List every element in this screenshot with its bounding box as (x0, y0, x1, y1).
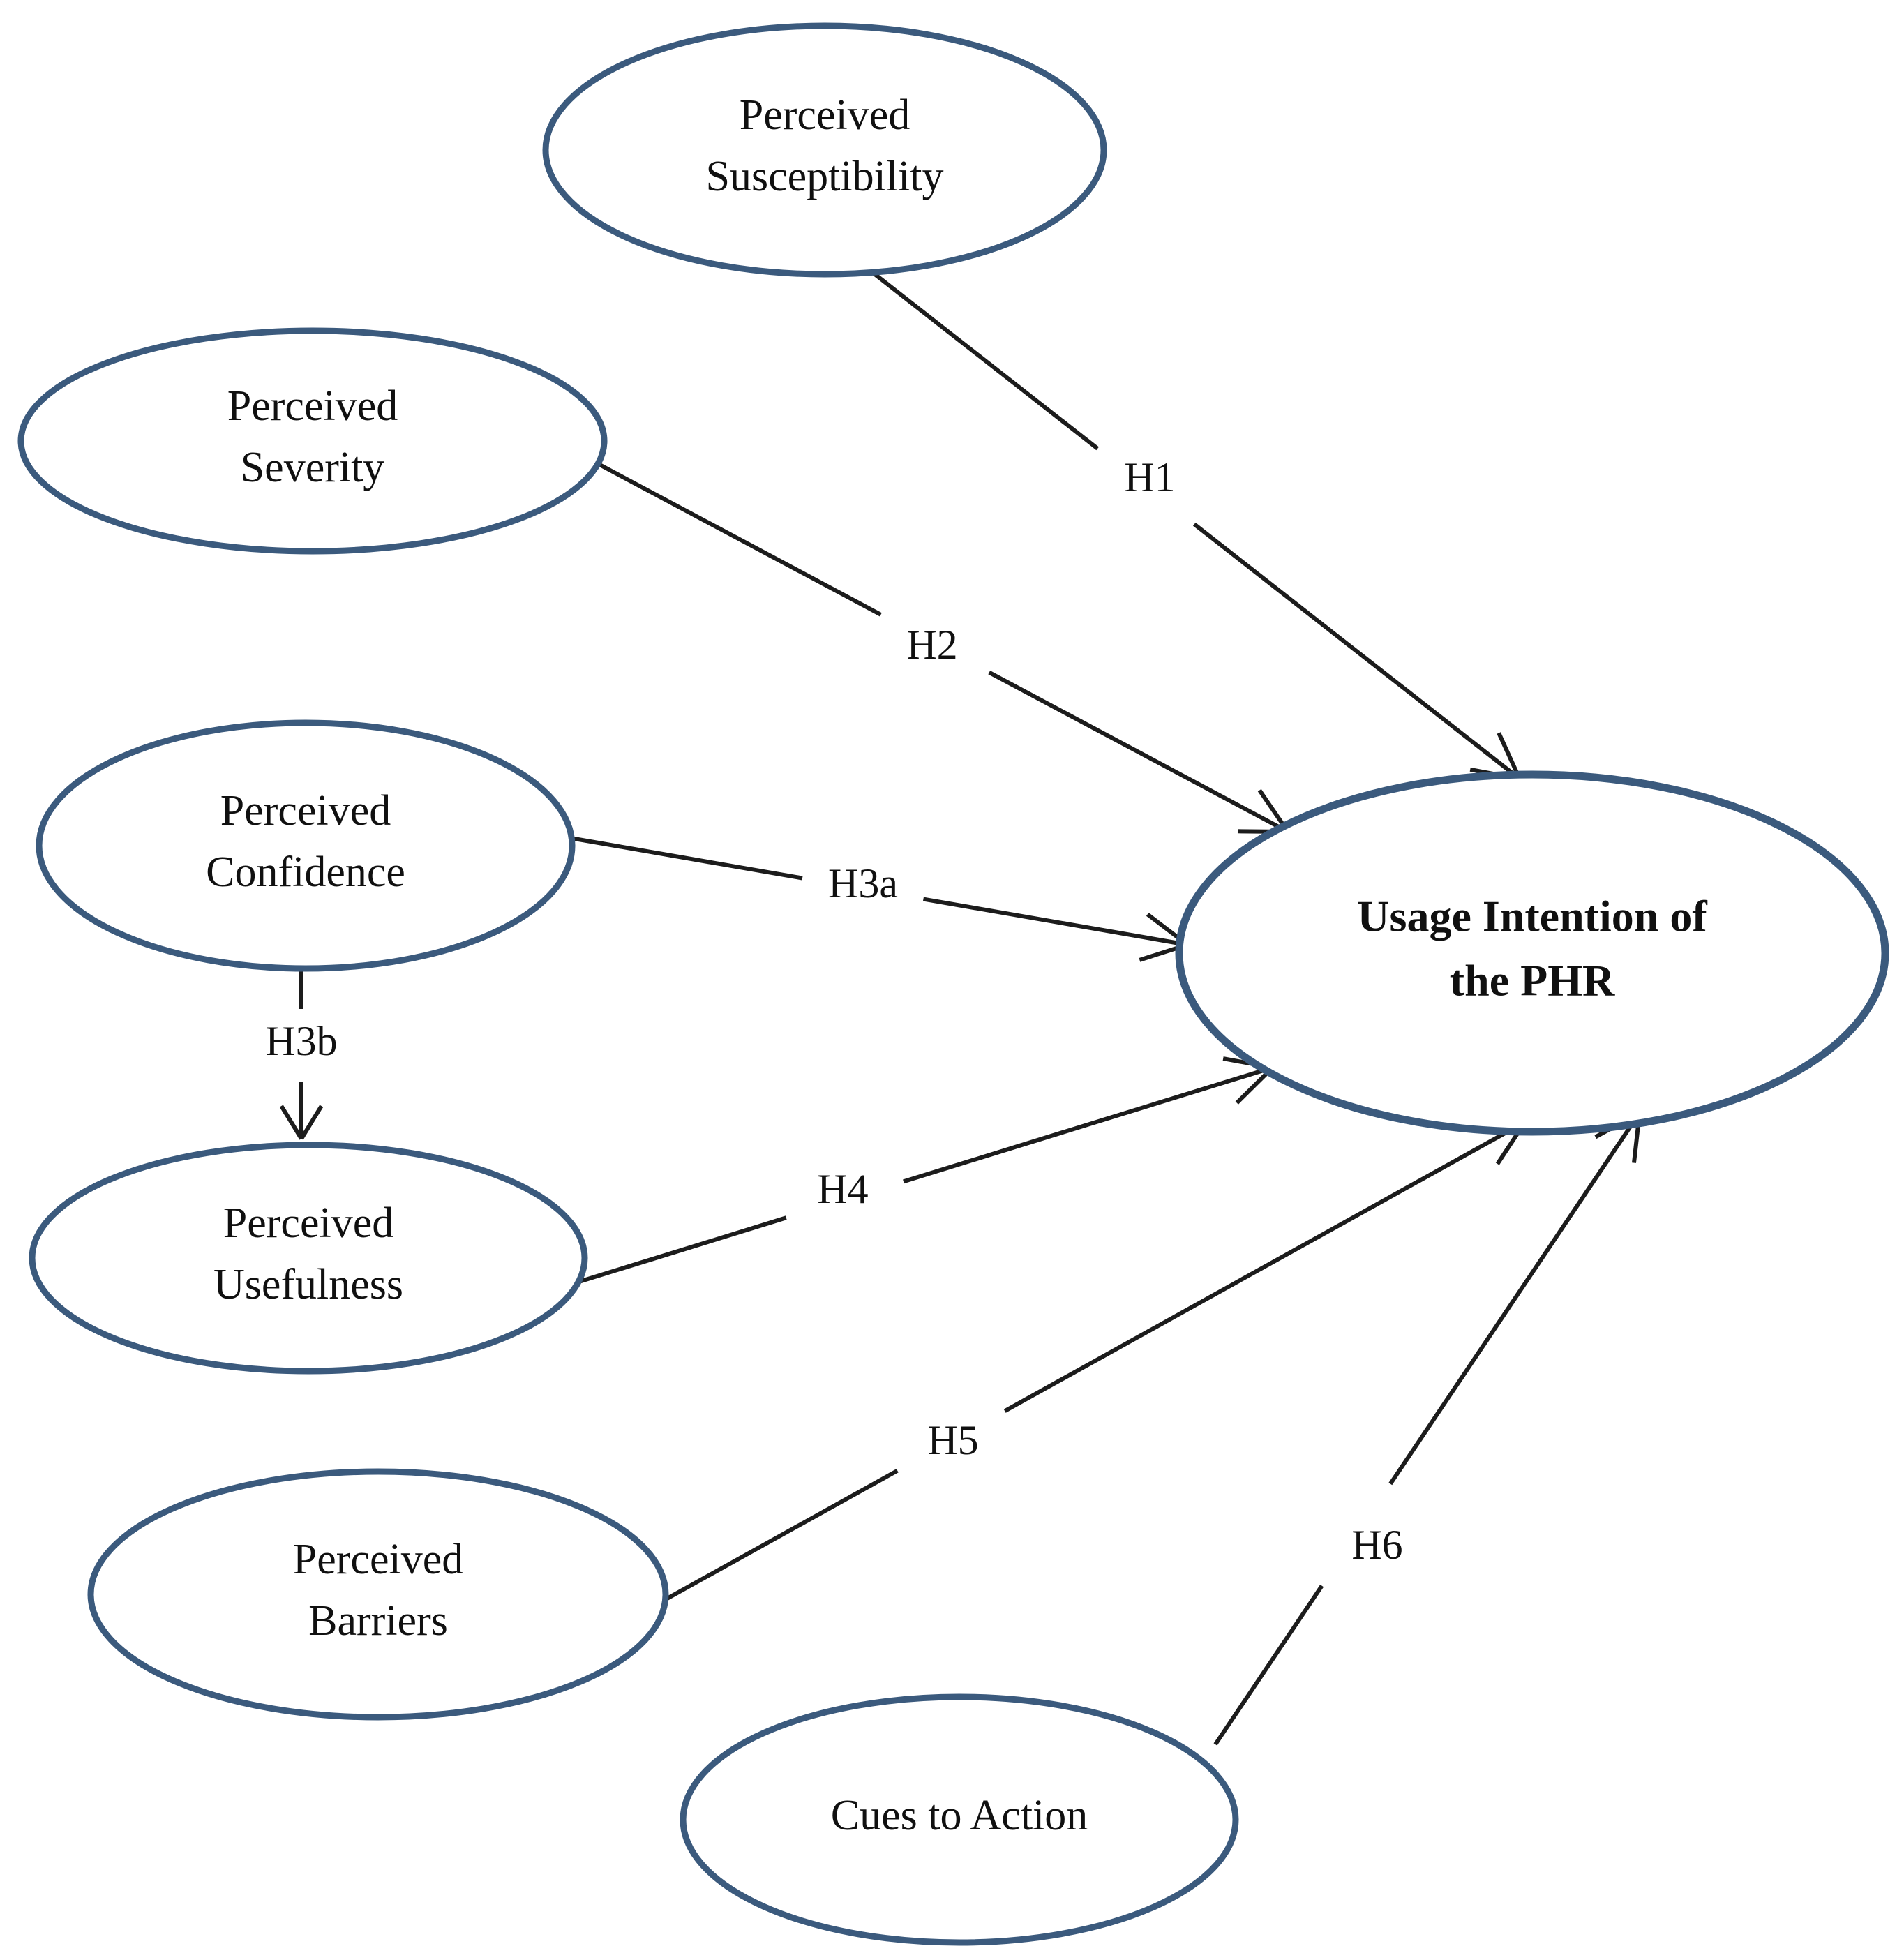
node-label-confidence-line2: Confidence (206, 848, 405, 896)
arrowhead-stroke (279, 1105, 303, 1140)
edge-h3b (279, 968, 324, 1140)
node-label-barriers-line2: Barriers (308, 1597, 448, 1645)
edge-segment (988, 671, 1289, 834)
ellipse-shape-confidence (36, 719, 576, 972)
edge-segment (557, 834, 803, 881)
arrowhead-stroke (299, 1105, 324, 1140)
node-label-susceptibility: Perceived (740, 91, 910, 139)
node-label-usage-line2: the PHR (1450, 956, 1615, 1005)
node-usage[interactable]: Usage Intention of the PHR (1175, 770, 1889, 1136)
node-label-susceptibility-line2: Susceptibility (706, 153, 944, 200)
node-label-usefulness: Perceived (223, 1199, 393, 1247)
ellipse-shape-barriers (87, 1468, 669, 1721)
edge-segment (1388, 1112, 1642, 1486)
edge-segment (1192, 522, 1521, 781)
edge-segment (593, 460, 882, 617)
edge-segment (1213, 1585, 1324, 1746)
edge-label-h3a: H3a (828, 860, 898, 906)
ellipse-shape-susceptibility (542, 22, 1107, 278)
edge-label-h4: H4 (817, 1166, 868, 1212)
ellipse-shape-severity (17, 327, 608, 555)
edge-segment (1003, 1120, 1527, 1413)
node-cues[interactable]: Cues to Action (680, 1693, 1239, 1946)
edge-label-h6: H6 (1351, 1522, 1402, 1568)
node-label-severity-line2: Severity (241, 444, 385, 491)
node-label-usage: Usage Intention of (1357, 892, 1707, 941)
edge-segment (654, 1469, 899, 1607)
node-label-usefulness-line2: Usefulness (213, 1261, 403, 1308)
edge-h6 (1213, 1111, 1642, 1746)
edge-segment (571, 1215, 787, 1286)
edge-label-h3b: H3b (265, 1018, 337, 1064)
edge-label-h1: H1 (1124, 454, 1175, 500)
node-label-barriers: Perceived (293, 1536, 463, 1583)
edge-segment (922, 897, 1188, 947)
node-label-severity: Perceived (227, 382, 398, 430)
edge-label-h5: H5 (927, 1417, 978, 1463)
edge-segment (903, 1065, 1273, 1184)
nodes-layer: PerceivedSusceptibilityPerceivedSeverity… (17, 22, 1889, 1946)
edge-h1 (871, 270, 1522, 781)
ellipse-shape-usefulness (29, 1142, 588, 1375)
ellipse-shape-usage (1175, 770, 1889, 1136)
edge-segment (871, 270, 1100, 451)
node-label-confidence: Perceived (220, 787, 391, 835)
ellipse-shape-cues (680, 1693, 1239, 1946)
node-label-cues: Cues to Action (831, 1792, 1088, 1839)
edge-label-h2: H2 (906, 622, 957, 668)
edge-h4 (571, 1056, 1275, 1286)
